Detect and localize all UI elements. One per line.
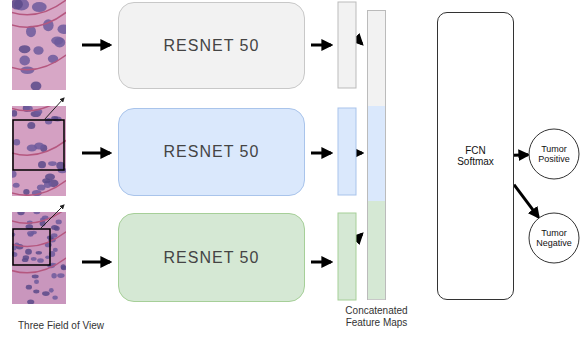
nucleus: [33, 290, 39, 294]
concatenated-feature-map: Concatenated Feature Maps: [367, 10, 386, 300]
nucleus: [45, 118, 52, 124]
nucleus: [31, 257, 37, 261]
nucleus: [42, 178, 50, 183]
stroma-fiber: [12, 106, 66, 111]
stroma-fiber: [12, 52, 66, 70]
nucleus: [36, 251, 42, 255]
nucleus: [56, 220, 62, 225]
nucleus: [42, 291, 50, 296]
nucleus: [33, 46, 43, 54]
nucleus: [27, 145, 37, 152]
nucleus: [51, 36, 63, 44]
output-arrow: [514, 153, 528, 157]
nucleus: [19, 45, 31, 53]
stroma-fiber: [12, 177, 66, 195]
caption-label: Concatenated Feature Maps: [340, 305, 414, 329]
nucleus: [28, 233, 34, 237]
nucleus: [12, 0, 23, 10]
nucleus: [37, 258, 44, 263]
network-box: RESNET 50: [118, 213, 305, 302]
nucleus: [61, 264, 66, 269]
nucleus: [13, 139, 20, 145]
zoom-arrow: [40, 205, 64, 229]
node-label: RESNET 50: [164, 249, 260, 267]
nucleus: [38, 161, 46, 168]
node-label: Tumor Positive: [534, 144, 574, 165]
stroma-fiber: [12, 255, 66, 273]
nucleus: [19, 56, 30, 66]
tissue-patch: [12, 212, 66, 304]
zoom-box: [13, 229, 50, 265]
output-arrow: [514, 185, 538, 218]
feature-vector: [338, 213, 356, 300]
nucleus: [37, 184, 46, 190]
nucleus: [13, 183, 20, 188]
nucleus: [49, 288, 54, 293]
node-label: RESNET 50: [164, 37, 260, 55]
nucleus: [51, 225, 58, 230]
nucleus: [17, 212, 24, 215]
zoom-box: [13, 120, 64, 170]
nucleus: [32, 275, 39, 279]
stroma-fiber: [12, 137, 66, 155]
nucleus: [27, 122, 35, 129]
nucleus: [27, 299, 34, 304]
classifier-box: FCN Softmax: [437, 12, 514, 300]
output-circle: Tumor Negative: [528, 212, 580, 264]
nucleus: [57, 273, 64, 278]
nucleus: [27, 231, 34, 236]
stroma-fiber: [12, 229, 66, 247]
nucleus: [48, 161, 57, 166]
feature-segment: [368, 201, 385, 300]
feature-segment: [368, 106, 385, 202]
tissue-patch: [12, 0, 66, 90]
nucleus: [52, 295, 57, 299]
stroma-fiber: [12, 212, 66, 223]
nucleus: [12, 110, 17, 117]
feature-segment: [368, 11, 385, 107]
nucleus: [23, 255, 29, 260]
stroma-fiber: [12, 9, 66, 27]
nucleus: [34, 212, 41, 214]
network-box: RESNET 50: [118, 108, 305, 196]
nucleus: [51, 273, 56, 278]
feature-vector: [338, 108, 356, 195]
tissue-patch: [12, 106, 66, 196]
nucleus: [31, 81, 42, 90]
figure-label: Three Field of View: [18, 320, 104, 331]
node-label: FCN Softmax: [451, 145, 501, 167]
nucleus: [53, 248, 58, 252]
nucleus: [34, 279, 39, 284]
nucleus: [51, 233, 58, 238]
output-circle: Tumor Positive: [528, 128, 580, 180]
network-box: RESNET 50: [118, 2, 305, 89]
node-label: RESNET 50: [164, 143, 260, 161]
nucleus: [12, 171, 17, 178]
nucleus: [23, 189, 29, 195]
feature-vector: [338, 2, 356, 88]
nucleus: [26, 285, 32, 290]
zoom-arrow: [44, 98, 64, 120]
node-label: Tumor Negative: [534, 228, 574, 249]
nucleus: [58, 24, 67, 34]
stroma-fiber: [12, 0, 66, 15]
nucleus: [25, 249, 32, 255]
nucleus: [32, 2, 47, 12]
